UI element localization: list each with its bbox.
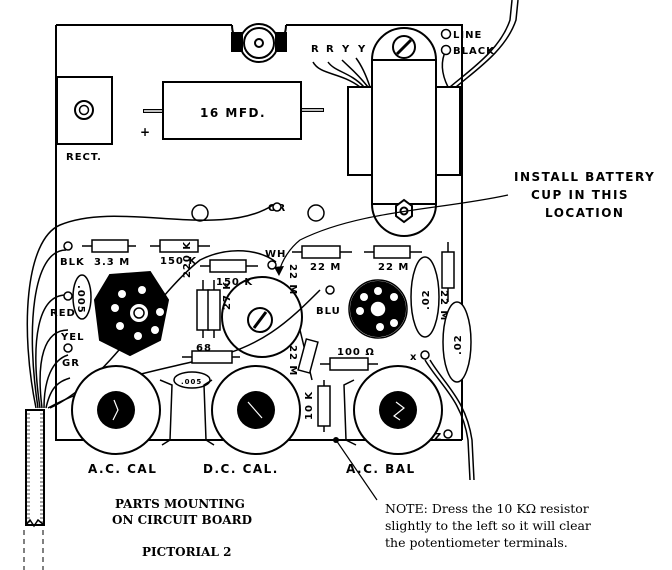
battery-cup-callout: INSTALL BATTERY CUP IN THIS LOCATION — [274, 170, 655, 276]
resistor-label-10k: 10 K — [304, 391, 315, 420]
battery-cup — [221, 276, 303, 358]
note-callout: NOTE: Dress the 10 KΩ resistor slightly … — [333, 437, 591, 550]
line-terminal-label: LINE — [453, 30, 482, 41]
terminal-x-label: x — [410, 352, 417, 363]
resistor-label-22m-e: 22 M — [287, 345, 298, 376]
capacitor-labels: .005 .02 .02 .005 68 — [75, 285, 464, 386]
resistor-label-22m-b: 22 M — [378, 262, 409, 273]
black-terminal-icon — [440, 44, 452, 56]
resistor-label-22m-d: 22 M — [287, 264, 298, 295]
lead-label-r1: R — [311, 44, 320, 55]
battery-callout-line2: CUP IN THIS — [531, 188, 629, 202]
rectifier-label: RECT. — [66, 152, 102, 163]
wire-terminals — [63, 202, 335, 353]
battery-callout-line3: LOCATION — [545, 206, 624, 220]
resistor-label-150k-b: 150 K — [216, 277, 253, 288]
capacitor-label-02-a: .02 — [421, 289, 432, 310]
resistor-label-22m-a: 22 M — [310, 262, 341, 273]
mounting-grommet — [231, 23, 287, 63]
control-labels: A.C. CAL D.C. CAL. A.C. BAL — [88, 462, 416, 476]
resistor-label-22m-c: 22 M — [438, 290, 449, 321]
wire-label-gr: GR — [62, 358, 80, 369]
capacitor-label-02-b: .02 — [453, 334, 464, 355]
potentiometer-ac-cal[interactable] — [71, 365, 173, 455]
caption-line1: PARTS MOUNTING — [115, 497, 245, 511]
note-line3: the potentiometer terminals. — [385, 535, 568, 550]
power-transformer — [347, 27, 461, 237]
transformer-lead-labels: R R Y Y — [311, 44, 366, 55]
capacitor-value-label: 16 MFD. — [200, 106, 266, 120]
battery-callout-line1: INSTALL BATTERY — [514, 170, 655, 184]
control-label-ac-cal: A.C. CAL — [88, 462, 157, 476]
black-terminal-label: BLACK — [453, 46, 495, 57]
note-line1: NOTE: Dress the 10 KΩ resistor — [385, 501, 589, 516]
lead-label-y1: Y — [341, 44, 350, 55]
capacitor-label-68: 68 — [196, 343, 212, 354]
terminal-z: Z — [434, 429, 453, 443]
wire-label-wh: WH — [265, 249, 286, 260]
small-capacitors — [72, 256, 472, 389]
potentiometer-ac-bal[interactable] — [343, 365, 443, 455]
control-label-ac-bal: A.C. BAL — [346, 462, 416, 476]
figure-caption: PARTS MOUNTING ON CIRCUIT BOARD PICTORIA… — [112, 497, 252, 559]
resistor-label-100ohm: 100 Ω — [337, 347, 375, 358]
capacitor-polarity-label: + — [140, 125, 152, 139]
control-label-dc-cal: D.C. CAL. — [203, 462, 279, 476]
transformer-lead-wires — [312, 0, 519, 88]
lead-label-y2: Y — [357, 44, 366, 55]
cable — [23, 409, 45, 570]
wire-label-red: RED — [50, 308, 76, 319]
electrolytic-capacitor: 16 MFD. + — [140, 81, 324, 140]
resistor-label-3.3m: 3.3 M — [94, 257, 130, 268]
tube-socket-left — [93, 270, 170, 357]
capacitor-label-005-a: .005 — [75, 285, 86, 314]
terminal-x: x — [410, 350, 475, 481]
pictorial-label: PICTORIAL 2 — [142, 545, 231, 559]
caption-line2: ON CIRCUIT BOARD — [112, 513, 252, 527]
board-holes — [191, 204, 325, 222]
resistor-label-150k-a: 150 K — [160, 256, 197, 267]
potentiometer-dc-cal[interactable] — [203, 365, 301, 455]
resistor-label-220k: 220 K — [182, 241, 193, 278]
rectifier: RECT. — [56, 76, 113, 163]
line-terminals: LINE BLACK — [440, 28, 495, 57]
wire-label-blu: BLU — [316, 306, 341, 317]
capacitor-label-005-b: .005 — [181, 378, 202, 386]
note-line2: slightly to the left so it will clear — [385, 518, 591, 533]
lead-label-r2: R — [326, 44, 335, 55]
terminal-z-label: Z — [434, 432, 442, 443]
wire-label-blk: BLK — [60, 257, 85, 268]
wire-label-yel: YEL — [60, 332, 84, 343]
circuit-board-outline — [55, 24, 463, 441]
line-terminal-icon — [440, 28, 452, 40]
resistor-row — [82, 239, 455, 432]
tube-socket-right — [348, 279, 408, 339]
